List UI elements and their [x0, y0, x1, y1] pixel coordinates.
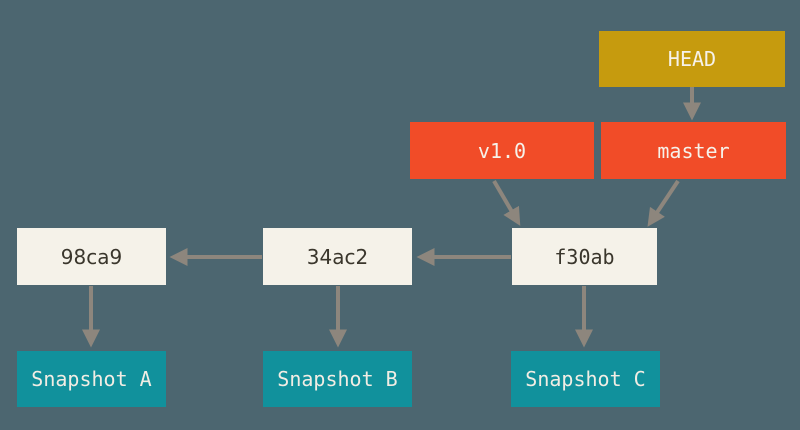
snapshot-a-label: Snapshot A — [31, 367, 152, 391]
branch-master-node: master — [601, 122, 786, 179]
tag-v1-0-label: v1.0 — [477, 138, 527, 163]
snapshot-b-label: Snapshot B — [277, 367, 398, 391]
head-pointer-label: HEAD — [667, 47, 717, 71]
edge-master-to-f30ab — [647, 179, 680, 227]
commit-f30ab-node: f30ab — [512, 228, 657, 285]
edge-v1-0-to-f30ab — [492, 179, 521, 226]
head-pointer-node: HEAD — [599, 31, 785, 87]
branch-master-label: master — [657, 138, 730, 163]
snapshot-c-label: Snapshot C — [525, 367, 646, 391]
commit-98ca9-label: 98ca9 — [60, 244, 123, 269]
commit-34ac2-label: 34ac2 — [306, 244, 369, 269]
snapshot-b-node: Snapshot B — [263, 351, 412, 407]
snapshot-a-node: Snapshot A — [17, 351, 166, 407]
snapshot-c-node: Snapshot C — [511, 351, 660, 407]
commit-34ac2-node: 34ac2 — [263, 228, 412, 285]
commit-f30ab-label: f30ab — [554, 244, 615, 269]
tag-v1-0-node: v1.0 — [410, 122, 594, 179]
commit-98ca9-node: 98ca9 — [17, 228, 166, 285]
